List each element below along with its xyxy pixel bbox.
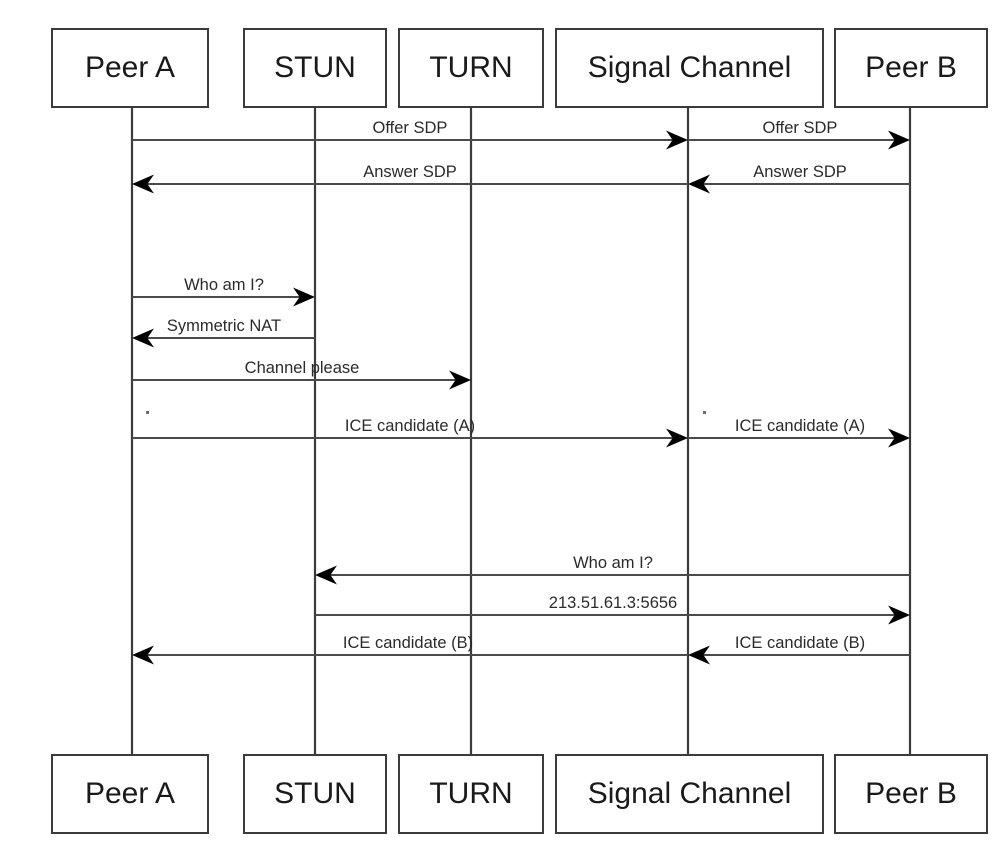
message-arrowhead: [666, 130, 688, 150]
speck-right: [703, 411, 706, 414]
actor-box-peer-b-bottom[interactable]: Peer B: [834, 754, 988, 834]
message-ice-candidate-b-to-signal: ICE candidate (B): [688, 634, 910, 665]
message-arrowhead: [315, 565, 337, 585]
actor-box-signal-channel-top[interactable]: Signal Channel: [555, 28, 824, 108]
actor-label-signal-channel: Signal Channel: [588, 777, 791, 810]
speck-left: [146, 411, 149, 414]
messages-layer: Offer SDP Offer SDP Answer SDP Answer SDP Wh…: [132, 119, 910, 665]
message-answer-sdp-signal-to-a: Answer SDP: [132, 163, 688, 194]
actor-box-signal-channel-bottom[interactable]: Signal Channel: [555, 754, 824, 834]
message-stun-reflexive-addr-to-b: 213.51.61.3:5656: [315, 594, 910, 625]
actor-box-rect: [555, 28, 824, 108]
actor-box-rect: [555, 754, 824, 834]
actor-boxes-bottom: Peer A STUN TURN Signal Channel Peer B: [51, 754, 988, 834]
lifelines-layer: [130, 107, 912, 755]
actor-box-peer-a-bottom[interactable]: Peer A: [51, 754, 209, 834]
message-label-ice-candidate-signal-to-a: ICE candidate (B): [343, 634, 473, 652]
message-who-am-i-b-to-stun: Who am I?: [315, 554, 910, 585]
message-arrowhead: [888, 605, 910, 625]
actor-box-rect: [834, 28, 988, 108]
message-arrowhead: [132, 328, 154, 348]
message-who-am-i-a-to-stun: Who am I?: [132, 276, 315, 307]
actor-label-turn: TURN: [429, 777, 512, 810]
actor-box-stun-bottom[interactable]: STUN: [243, 754, 387, 834]
message-answer-sdp-b-to-signal: Answer SDP: [688, 163, 910, 194]
message-arrowhead: [688, 174, 710, 194]
message-label-symmetric-nat-stun-to-a: Symmetric NAT: [167, 317, 281, 335]
actor-box-stun-top[interactable]: STUN: [243, 28, 387, 108]
message-arrowhead: [449, 370, 471, 390]
message-arrowhead: [888, 130, 910, 150]
message-arrowhead: [132, 174, 154, 194]
actor-box-peer-a-top[interactable]: Peer A: [51, 28, 209, 108]
actor-box-turn-top[interactable]: TURN: [398, 28, 544, 108]
message-label-stun-reflexive-addr-to-b: 213.51.61.3:5656: [549, 594, 677, 612]
message-label-who-am-i-a-to-stun: Who am I?: [184, 276, 264, 294]
actor-box-rect: [398, 28, 544, 108]
message-arrowhead: [132, 645, 154, 665]
actor-label-peer-b: Peer B: [865, 51, 957, 84]
actor-box-rect: [243, 754, 387, 834]
actor-label-signal-channel: Signal Channel: [588, 51, 791, 84]
actor-boxes-top: Peer A STUN TURN Signal Channel Peer B: [51, 28, 988, 108]
message-label-offer-sdp-a-to-signal: Offer SDP: [373, 119, 448, 137]
actor-label-turn: TURN: [429, 51, 512, 84]
actor-label-peer-a: Peer A: [85, 51, 175, 84]
actor-label-peer-a: Peer A: [85, 777, 175, 810]
actor-label-stun: STUN: [274, 777, 356, 810]
message-label-answer-sdp-signal-to-a: Answer SDP: [363, 163, 457, 181]
actor-box-peer-b-top[interactable]: Peer B: [834, 28, 988, 108]
message-ice-candidate-signal-to-a: ICE candidate (B): [132, 634, 688, 665]
message-channel-please-a-to-turn: Channel please: [132, 359, 471, 390]
actor-box-turn-bottom[interactable]: TURN: [398, 754, 544, 834]
message-arrowhead: [888, 428, 910, 448]
message-offer-sdp-a-to-signal: Offer SDP: [132, 119, 688, 150]
actor-box-rect: [51, 754, 209, 834]
message-symmetric-nat-stun-to-a: Symmetric NAT: [132, 317, 315, 348]
message-label-channel-please-a-to-turn: Channel please: [245, 359, 360, 377]
actor-box-rect: [398, 754, 544, 834]
message-arrowhead: [666, 428, 688, 448]
message-label-ice-candidate-b-to-signal: ICE candidate (B): [735, 634, 865, 652]
message-label-ice-candidate-a-to-signal: ICE candidate (A): [345, 417, 475, 435]
message-label-ice-candidate-signal-to-b: ICE candidate (A): [735, 417, 865, 435]
actor-box-rect: [834, 754, 988, 834]
message-arrowhead: [688, 645, 710, 665]
message-label-offer-sdp-signal-to-b: Offer SDP: [763, 119, 838, 137]
specks-layer: [146, 411, 706, 414]
message-label-answer-sdp-b-to-signal: Answer SDP: [753, 163, 847, 181]
message-arrowhead: [293, 287, 315, 307]
message-ice-candidate-a-to-signal: ICE candidate (A): [132, 417, 688, 448]
message-offer-sdp-signal-to-b: Offer SDP: [688, 119, 910, 150]
actor-box-rect: [51, 28, 209, 108]
message-label-who-am-i-b-to-stun: Who am I?: [573, 554, 653, 572]
actor-box-rect: [243, 28, 387, 108]
actor-label-peer-b: Peer B: [865, 777, 957, 810]
message-ice-candidate-signal-to-b: ICE candidate (A): [688, 417, 910, 448]
actor-label-stun: STUN: [274, 51, 356, 84]
